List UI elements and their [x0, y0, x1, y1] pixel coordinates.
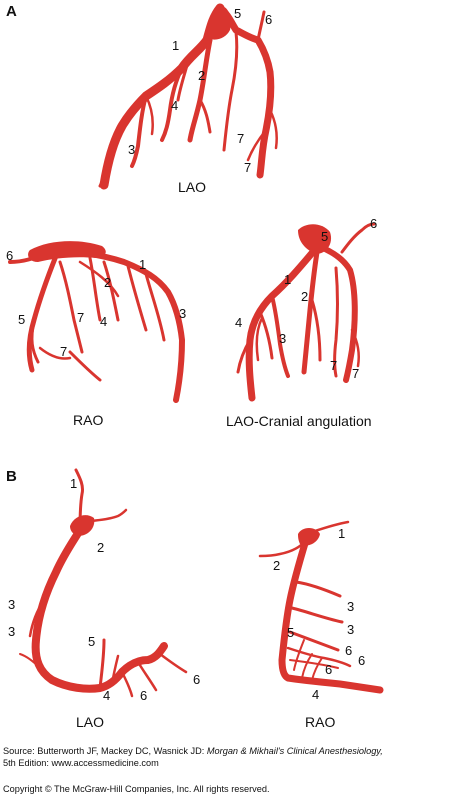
section-a-letter: A [6, 3, 17, 20]
label-4: 4 [171, 98, 178, 113]
rao-right-coronary-artery [258, 520, 384, 694]
lao-cranial-left-main [298, 224, 332, 254]
label-7b: 7 [352, 366, 359, 381]
label-7b: 7 [60, 344, 67, 359]
lao-right-coronary-artery [19, 468, 188, 698]
section-a-lao-cranial-diagram: 1 2 3 4 5 6 7 7 LAO-Cranial angulation [226, 216, 377, 429]
lao-number-labels: 1 2 3 4 5 6 7 7 [128, 6, 272, 175]
label-4: 4 [312, 687, 319, 702]
section-a-rao-diagram: 1 2 3 4 5 6 7 7 RAO [6, 241, 186, 428]
label-1: 1 [338, 526, 345, 541]
lao-left-main-ostium [207, 6, 231, 40]
label-5: 5 [287, 625, 294, 640]
label-1: 1 [284, 272, 291, 287]
label-7b: 7 [244, 160, 251, 175]
label-4: 4 [100, 314, 107, 329]
lao-cranial-left-coronary-tree [236, 222, 376, 402]
label-3b: 3 [8, 624, 15, 639]
label-5: 5 [234, 6, 241, 21]
source-line: Source: Butterworth JF, Mackey DC, Wasni… [3, 745, 463, 757]
rao-rca-ostium [298, 528, 320, 546]
label-6b: 6 [193, 672, 200, 687]
label-3: 3 [279, 331, 286, 346]
label-5: 5 [88, 634, 95, 649]
label-1: 1 [139, 257, 146, 272]
lao-rca-number-labels: 1 2 3 3 4 5 6 6 [8, 476, 200, 703]
label-2: 2 [301, 289, 308, 304]
label-6c: 6 [325, 662, 332, 677]
label-6: 6 [370, 216, 377, 231]
label-1: 1 [70, 476, 77, 491]
source-prefix: Source: Butterworth JF, Mackey DC, Wasni… [3, 746, 205, 756]
edition-line: 5th Edition: www.accessmedicine.com [3, 758, 159, 768]
rao-left-main [28, 241, 106, 262]
label-5: 5 [321, 229, 328, 244]
view-label: LAO [178, 179, 206, 195]
label-3: 3 [128, 142, 135, 157]
section-b-rao-diagram: 1 2 3 3 4 5 6 6 6 RAO [258, 520, 384, 730]
label-6: 6 [265, 12, 272, 27]
label-6b: 6 [358, 653, 365, 668]
view-label: LAO [76, 714, 104, 730]
label-4: 4 [235, 315, 242, 330]
rao-number-labels: 1 2 3 4 5 6 7 7 [6, 248, 186, 359]
label-3a: 3 [8, 597, 15, 612]
label-1: 1 [172, 38, 179, 53]
label-7a: 7 [237, 131, 244, 146]
section-b-lao-diagram: 1 2 3 3 4 5 6 6 LAO [8, 468, 200, 730]
section-a-lao-diagram: 1 2 3 4 5 6 7 7 LAO [98, 3, 278, 195]
label-7a: 7 [330, 358, 337, 373]
view-label: RAO [73, 412, 103, 428]
label-2: 2 [97, 540, 104, 555]
label-2: 2 [273, 558, 280, 573]
figure-caption: Source: Butterworth JF, Mackey DC, Wasni… [3, 745, 463, 795]
label-7a: 7 [77, 310, 84, 325]
copyright-line: Copyright © The McGraw-Hill Companies, I… [3, 784, 270, 794]
view-label: LAO-Cranial angulation [226, 413, 372, 429]
rao-left-coronary-tree [8, 248, 185, 403]
label-4: 4 [103, 688, 110, 703]
rao-rca-number-labels: 1 2 3 3 4 5 6 6 6 [273, 526, 365, 702]
label-5: 5 [18, 312, 25, 327]
label-6a: 6 [345, 643, 352, 658]
view-label: RAO [305, 714, 335, 730]
label-3: 3 [179, 306, 186, 321]
label-3b: 3 [347, 622, 354, 637]
label-2: 2 [198, 68, 205, 83]
lao-rca-ostium [70, 515, 95, 536]
section-b-letter: B [6, 468, 17, 485]
label-6: 6 [6, 248, 13, 263]
lao-cranial-number-labels: 1 2 3 4 5 6 7 7 [235, 216, 377, 381]
label-2: 2 [104, 275, 111, 290]
book-title: Morgan & Mikhail's Clinical Anesthesiolo… [206, 746, 383, 756]
lao-left-coronary-tree [98, 3, 278, 190]
label-3a: 3 [347, 599, 354, 614]
label-6a: 6 [140, 688, 147, 703]
coronary-angiography-figure: A 1 2 3 4 5 6 7 7 LAO [6, 3, 384, 730]
